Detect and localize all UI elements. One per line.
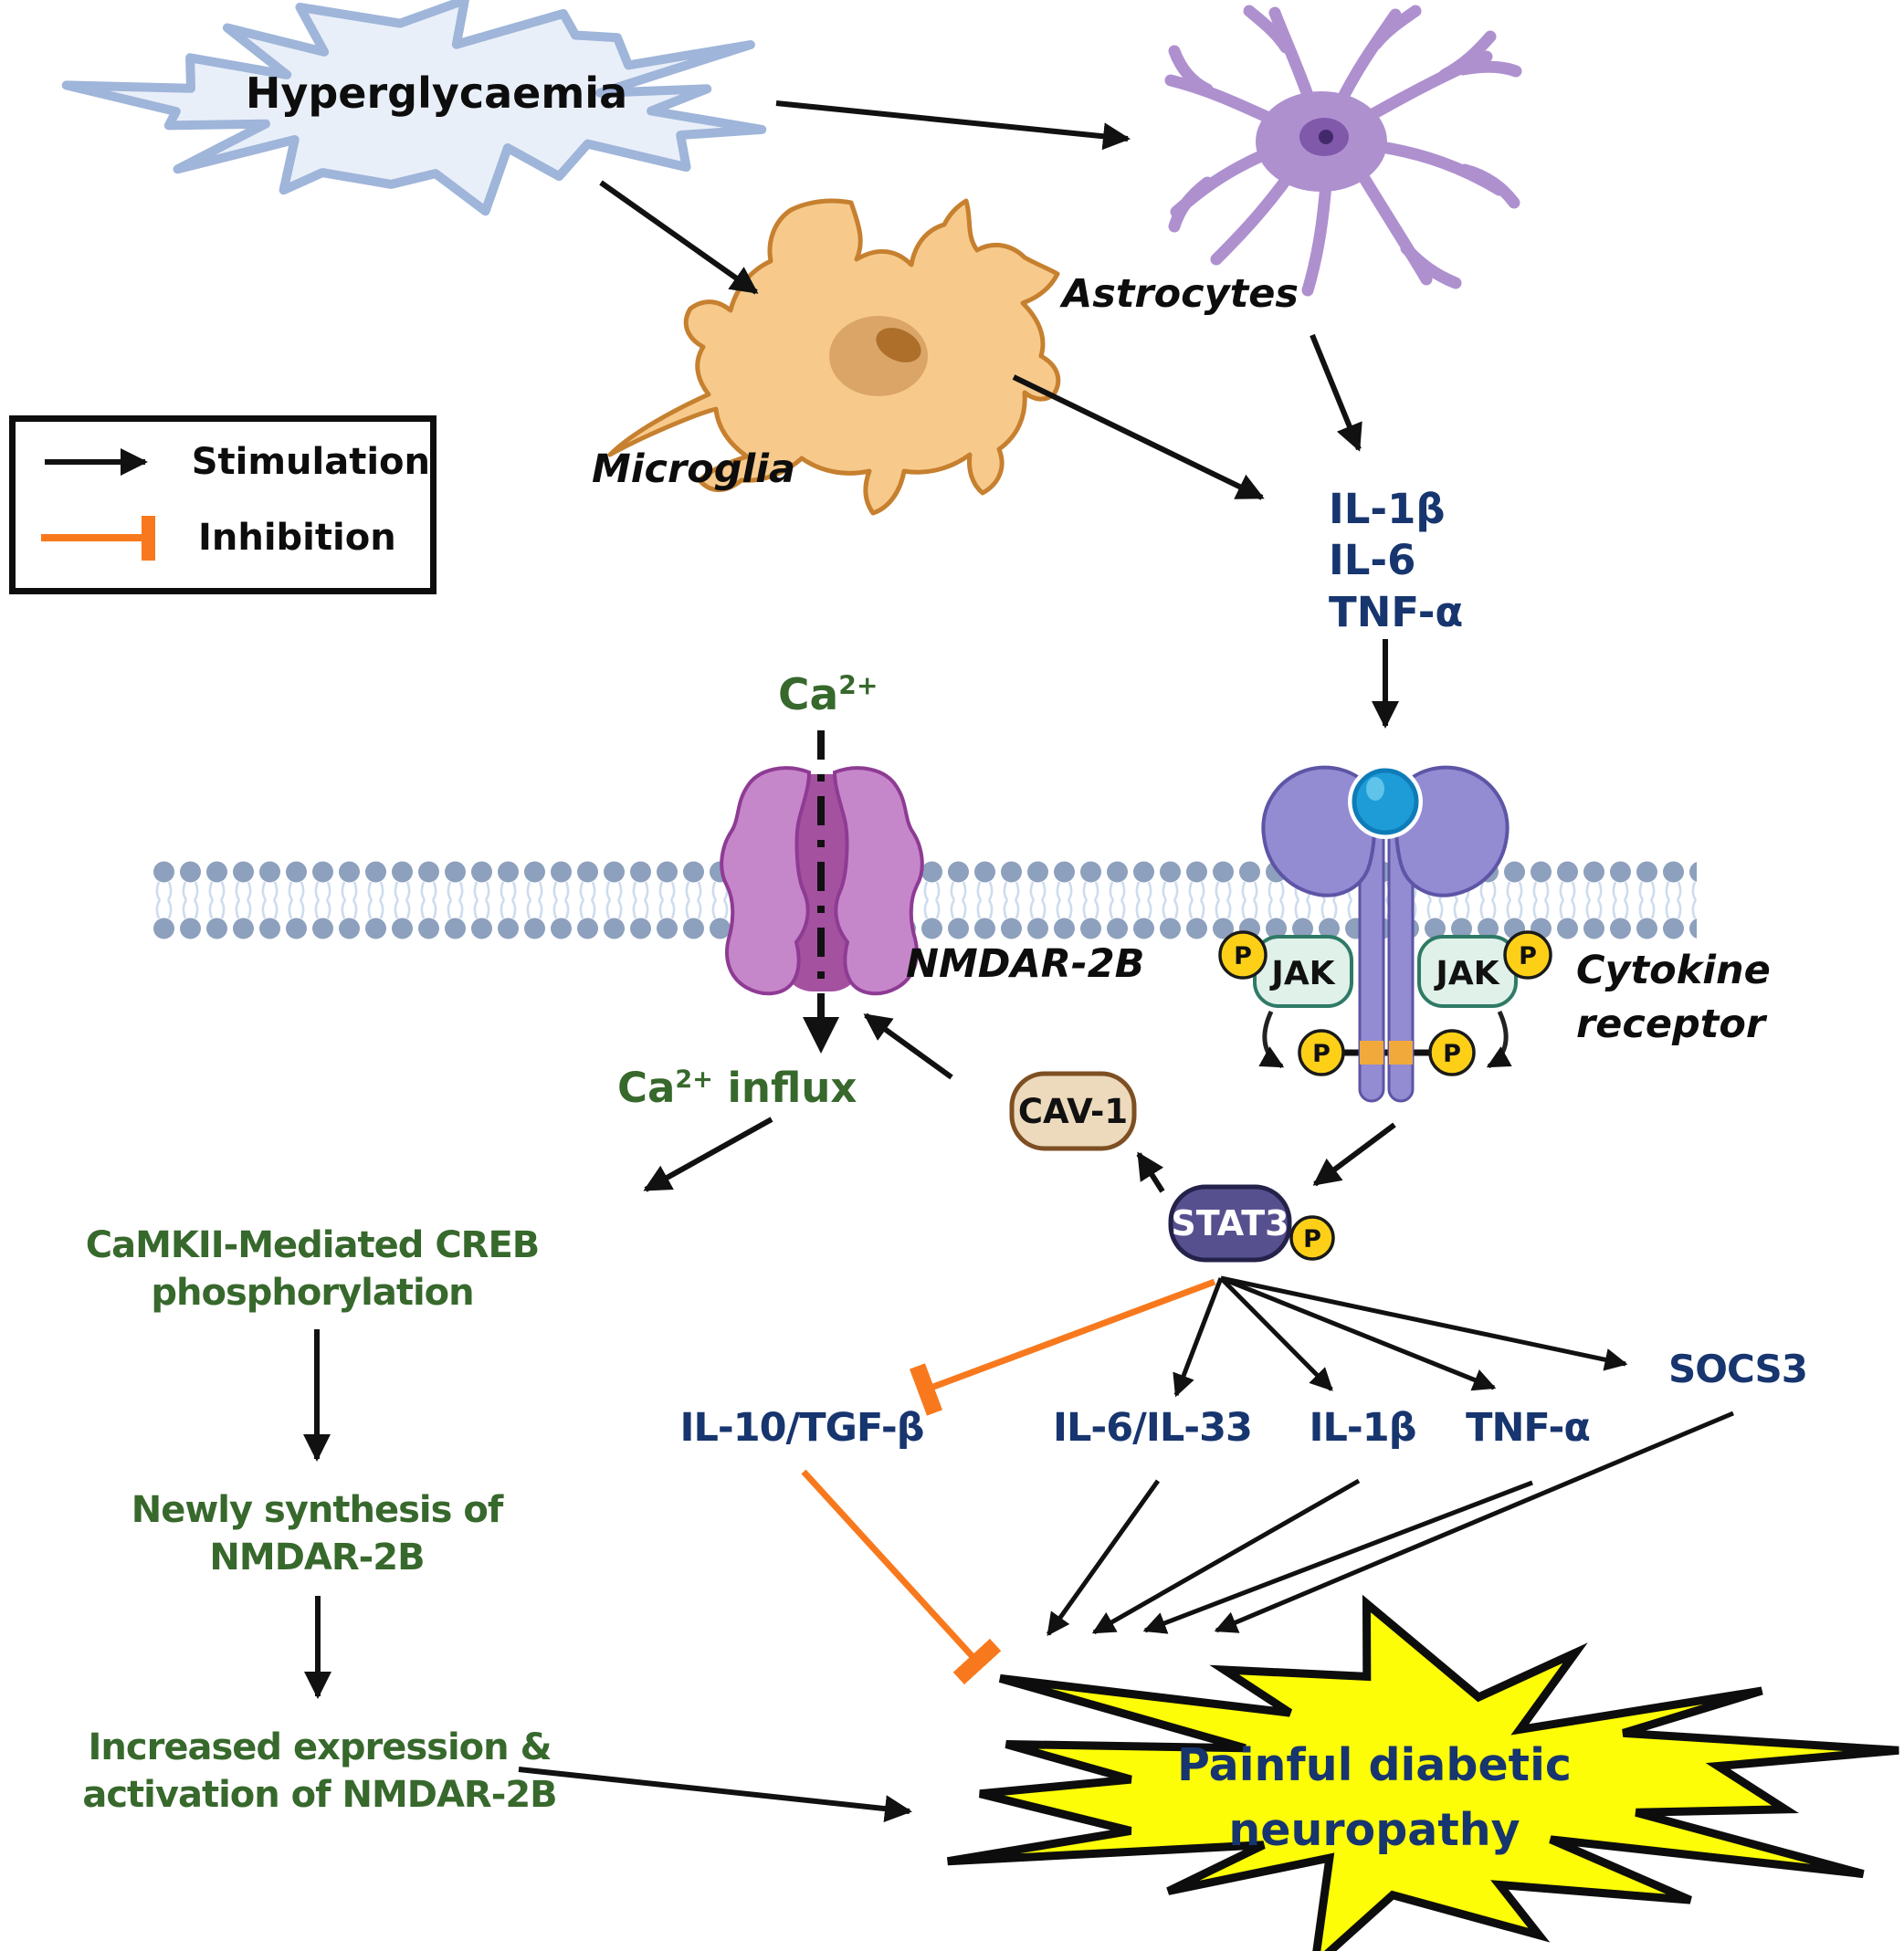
p-circle-stat3 xyxy=(1289,1215,1335,1261)
cytokine-receptor-label: Cytokine receptor xyxy=(1576,944,1771,1053)
increased-line1: Increased expression & xyxy=(88,1726,552,1768)
outcome-line2: neuropathy xyxy=(1228,1804,1520,1857)
ca-influx-base: Ca xyxy=(617,1064,676,1112)
cytokine-tnfa: TNF-α xyxy=(1329,587,1464,636)
newly-synthesis-label: Newly synthesis of NMDAR-2B xyxy=(131,1486,503,1581)
outcome-starburst xyxy=(946,1594,1899,1951)
stimulation-arrow-icon xyxy=(45,447,148,476)
cav1-label: CAV-1 xyxy=(1018,1092,1128,1131)
camkii-line2: phosphorylation xyxy=(151,1272,474,1314)
ca-sup: 2+ xyxy=(838,670,878,701)
released-cytokines-list: IL-1β IL-6 TNF-α xyxy=(1329,484,1463,638)
increased-line2: activation of NMDAR-2B xyxy=(82,1774,557,1816)
microglia-icon xyxy=(607,198,1061,516)
hyperglycaemia-starburst xyxy=(61,0,767,216)
jak-left-label: JAK xyxy=(1268,955,1335,992)
ca-base: Ca xyxy=(778,670,839,720)
cytokine-receptor-icon xyxy=(1218,764,1552,1103)
downstream-il6-il33: IL-6/IL-33 xyxy=(1053,1405,1253,1451)
inhibition-lines xyxy=(801,1278,1216,1685)
p-circle-lower-right xyxy=(1428,1029,1476,1076)
ca-influx-rest: influx xyxy=(727,1064,857,1112)
legend-inhibition-row: Inhibition xyxy=(39,509,430,566)
ca-influx-sup: 2+ xyxy=(675,1065,713,1094)
p-upper-left-label: P xyxy=(1234,942,1252,970)
inhibition-bar-icon xyxy=(41,515,155,561)
jak-right-label: JAK xyxy=(1433,955,1499,992)
legend-inhibition-label: Inhibition xyxy=(198,516,396,559)
ca-influx-label: Ca2+ influx xyxy=(617,1065,857,1112)
p-circle-upper-left xyxy=(1218,930,1268,980)
downstream-tnfa: TNF-α xyxy=(1466,1405,1591,1451)
downstream-il10-tgfb: IL-10/TGF-β xyxy=(679,1405,924,1451)
cytokine-receptor-line1: Cytokine xyxy=(1576,948,1771,993)
downstream-socs3: SOCS3 xyxy=(1667,1347,1808,1391)
p-circle-lower-left xyxy=(1298,1029,1345,1076)
newly-line2: NMDAR-2B xyxy=(209,1537,425,1579)
p-circle-upper-right xyxy=(1503,930,1552,980)
outcome-line1: Painful diabetic xyxy=(1177,1739,1572,1791)
hyperglycaemia-label: Hyperglycaemia xyxy=(245,68,628,118)
downstream-il1b: IL-1β xyxy=(1309,1405,1417,1451)
p-lower-right-label: P xyxy=(1443,1040,1461,1068)
p-upper-right-label: P xyxy=(1519,942,1537,970)
camkii-line1: CaMKII-Mediated CREB xyxy=(85,1224,541,1266)
astrocytes-label: Astrocytes xyxy=(1062,271,1299,317)
camkii-creb-label: CaMKII-Mediated CREB phosphorylation xyxy=(85,1222,541,1316)
legend-stimulation-row: Stimulation xyxy=(39,441,430,483)
stat3-box xyxy=(1168,1184,1292,1263)
astrocyte-icon xyxy=(1164,5,1522,297)
cytokine-il1b: IL-1β xyxy=(1329,485,1446,533)
p-lower-left-label: P xyxy=(1312,1040,1331,1068)
microglia-label: Microglia xyxy=(592,446,796,492)
newly-line1: Newly synthesis of xyxy=(131,1489,503,1531)
nmdar-2b-label: NMDAR-2B xyxy=(906,941,1145,987)
cav1-box xyxy=(1009,1071,1137,1151)
increased-expression-label: Increased expression & activation of NMD… xyxy=(82,1724,557,1819)
stimulation-arrows xyxy=(303,100,1734,1823)
outcome-label: Painful diabetic neuropathy xyxy=(1177,1733,1572,1862)
cytokine-receptor-line2: receptor xyxy=(1576,1002,1766,1048)
legend-stimulation-label: Stimulation xyxy=(191,440,430,483)
cytokine-il6: IL-6 xyxy=(1329,536,1416,585)
ca-extracellular-label: Ca2+ xyxy=(778,670,878,720)
stat3-label: STAT3 xyxy=(1171,1203,1289,1243)
legend-box: Stimulation Inhibition xyxy=(9,415,437,594)
p-stat3-label: P xyxy=(1303,1225,1321,1253)
